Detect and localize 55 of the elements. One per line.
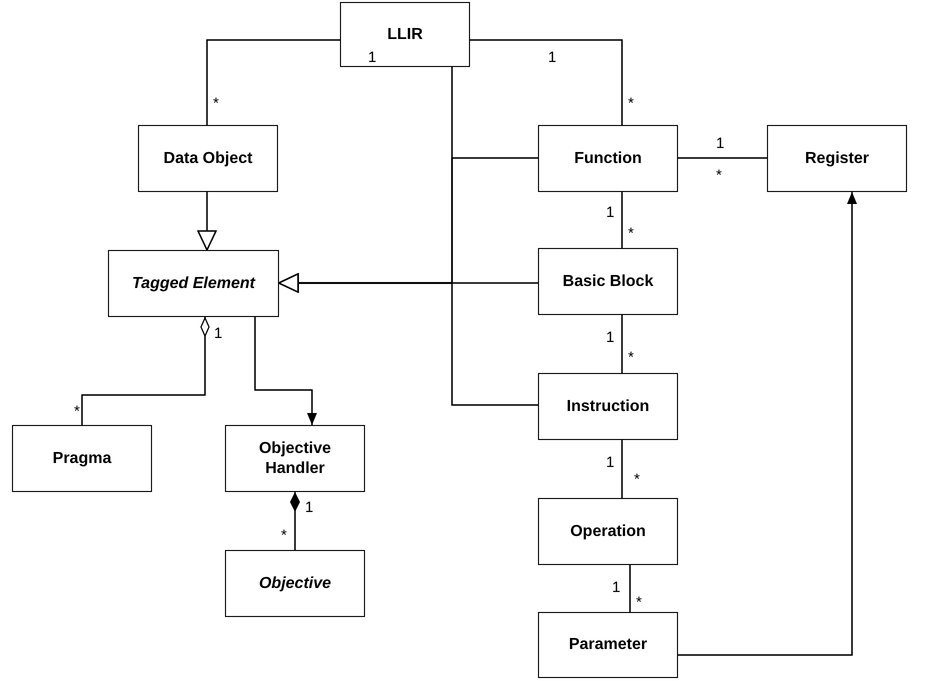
association-line: [621, 315, 623, 373]
class-box: [538, 498, 678, 565]
generalization-arrow: [197, 192, 217, 251]
multiplicity-label: *: [628, 226, 634, 242]
multiplicity-label: *: [636, 595, 642, 611]
class-box: [225, 425, 365, 492]
class-box: [138, 125, 278, 192]
multiplicity-label: *: [716, 168, 722, 184]
multiplicity-label: *: [74, 404, 80, 420]
class-box: [538, 248, 678, 315]
multiplicity-label: 1: [606, 455, 614, 471]
class-name: Pragma: [52, 448, 112, 468]
multiplicity-label: 1: [612, 580, 620, 596]
class-name: Objective Handler: [258, 438, 332, 478]
multiplicity-label: 1: [606, 330, 614, 346]
multiplicity-label: *: [628, 96, 634, 112]
class-name: Objective: [258, 574, 332, 594]
class-name: Parameter: [568, 635, 648, 655]
association-line: [81, 317, 210, 425]
association-line: [678, 157, 767, 159]
association-line: [621, 440, 623, 498]
class-box: [340, 2, 470, 67]
arrow: [678, 192, 857, 656]
class-name: Tagged Element: [131, 274, 256, 294]
abstract-class-box: [225, 550, 365, 617]
multiplicity-label: 1: [606, 205, 614, 221]
class-name: Instruction: [566, 396, 650, 416]
multiplicity-label: 1: [214, 326, 222, 342]
association-line: [470, 39, 623, 125]
class-name: Register: [804, 148, 870, 168]
generalization-arrow: [278, 273, 538, 406]
class-box: [538, 612, 678, 678]
multiplicity-label: 1: [716, 136, 724, 152]
association-line: [629, 565, 631, 612]
association-line: [206, 39, 340, 125]
class-box: [538, 125, 678, 192]
class-name: Basic Block: [562, 272, 654, 292]
class-name: LLIR: [386, 24, 424, 44]
multiplicity-label: *: [213, 96, 219, 112]
multiplicity-label: *: [281, 528, 287, 544]
class-name: Data Object: [162, 148, 254, 168]
class-box: [538, 373, 678, 440]
class-name: Operation: [569, 522, 647, 542]
class-box: [12, 425, 152, 492]
association-line: [621, 192, 623, 248]
arrow: [254, 317, 317, 425]
class-name: Function: [573, 148, 643, 168]
multiplicity-label: *: [628, 350, 634, 366]
multiplicity-label: 1: [548, 50, 556, 66]
class-box: [767, 125, 907, 192]
abstract-class-box: [108, 250, 279, 317]
multiplicity-label: 1: [305, 500, 314, 516]
multiplicity-label: *: [634, 472, 640, 488]
multiplicity-label: 1: [368, 50, 376, 66]
association-line: [290, 492, 300, 550]
